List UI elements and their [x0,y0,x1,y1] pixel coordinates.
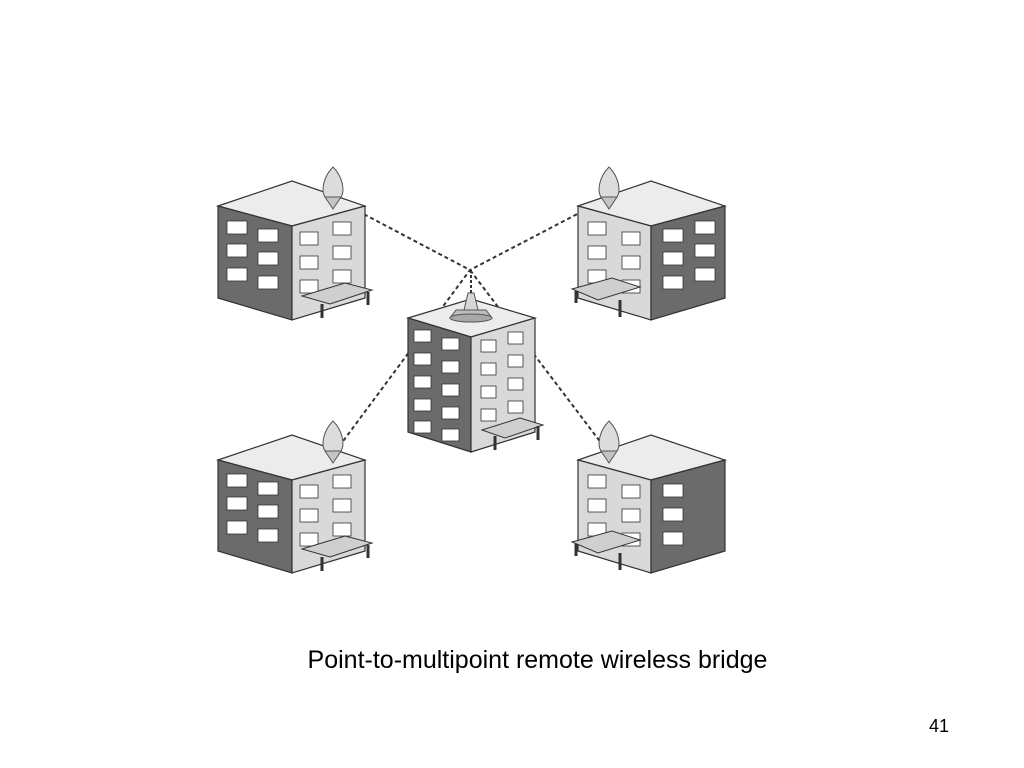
link-top-left [332,197,471,271]
link-bottom-right [469,269,609,453]
bench-icon [570,277,642,317]
link-top-right [469,197,609,271]
slide-caption: Point-to-multipoint remote wireless brid… [307,646,768,674]
building-top-left [215,166,374,321]
building-top-right [570,166,728,321]
bench-icon [570,530,642,570]
slide-number: 41 [929,716,950,736]
bench-icon [300,282,374,318]
link-bottom-left [334,269,471,453]
wireless-links [332,197,609,453]
central-building [405,270,545,453]
bench-icon [300,535,374,571]
central-antenna-icon [449,270,493,323]
building-bottom-right [570,420,728,574]
building-bottom-left [215,420,374,574]
bench-icon [480,417,545,450]
